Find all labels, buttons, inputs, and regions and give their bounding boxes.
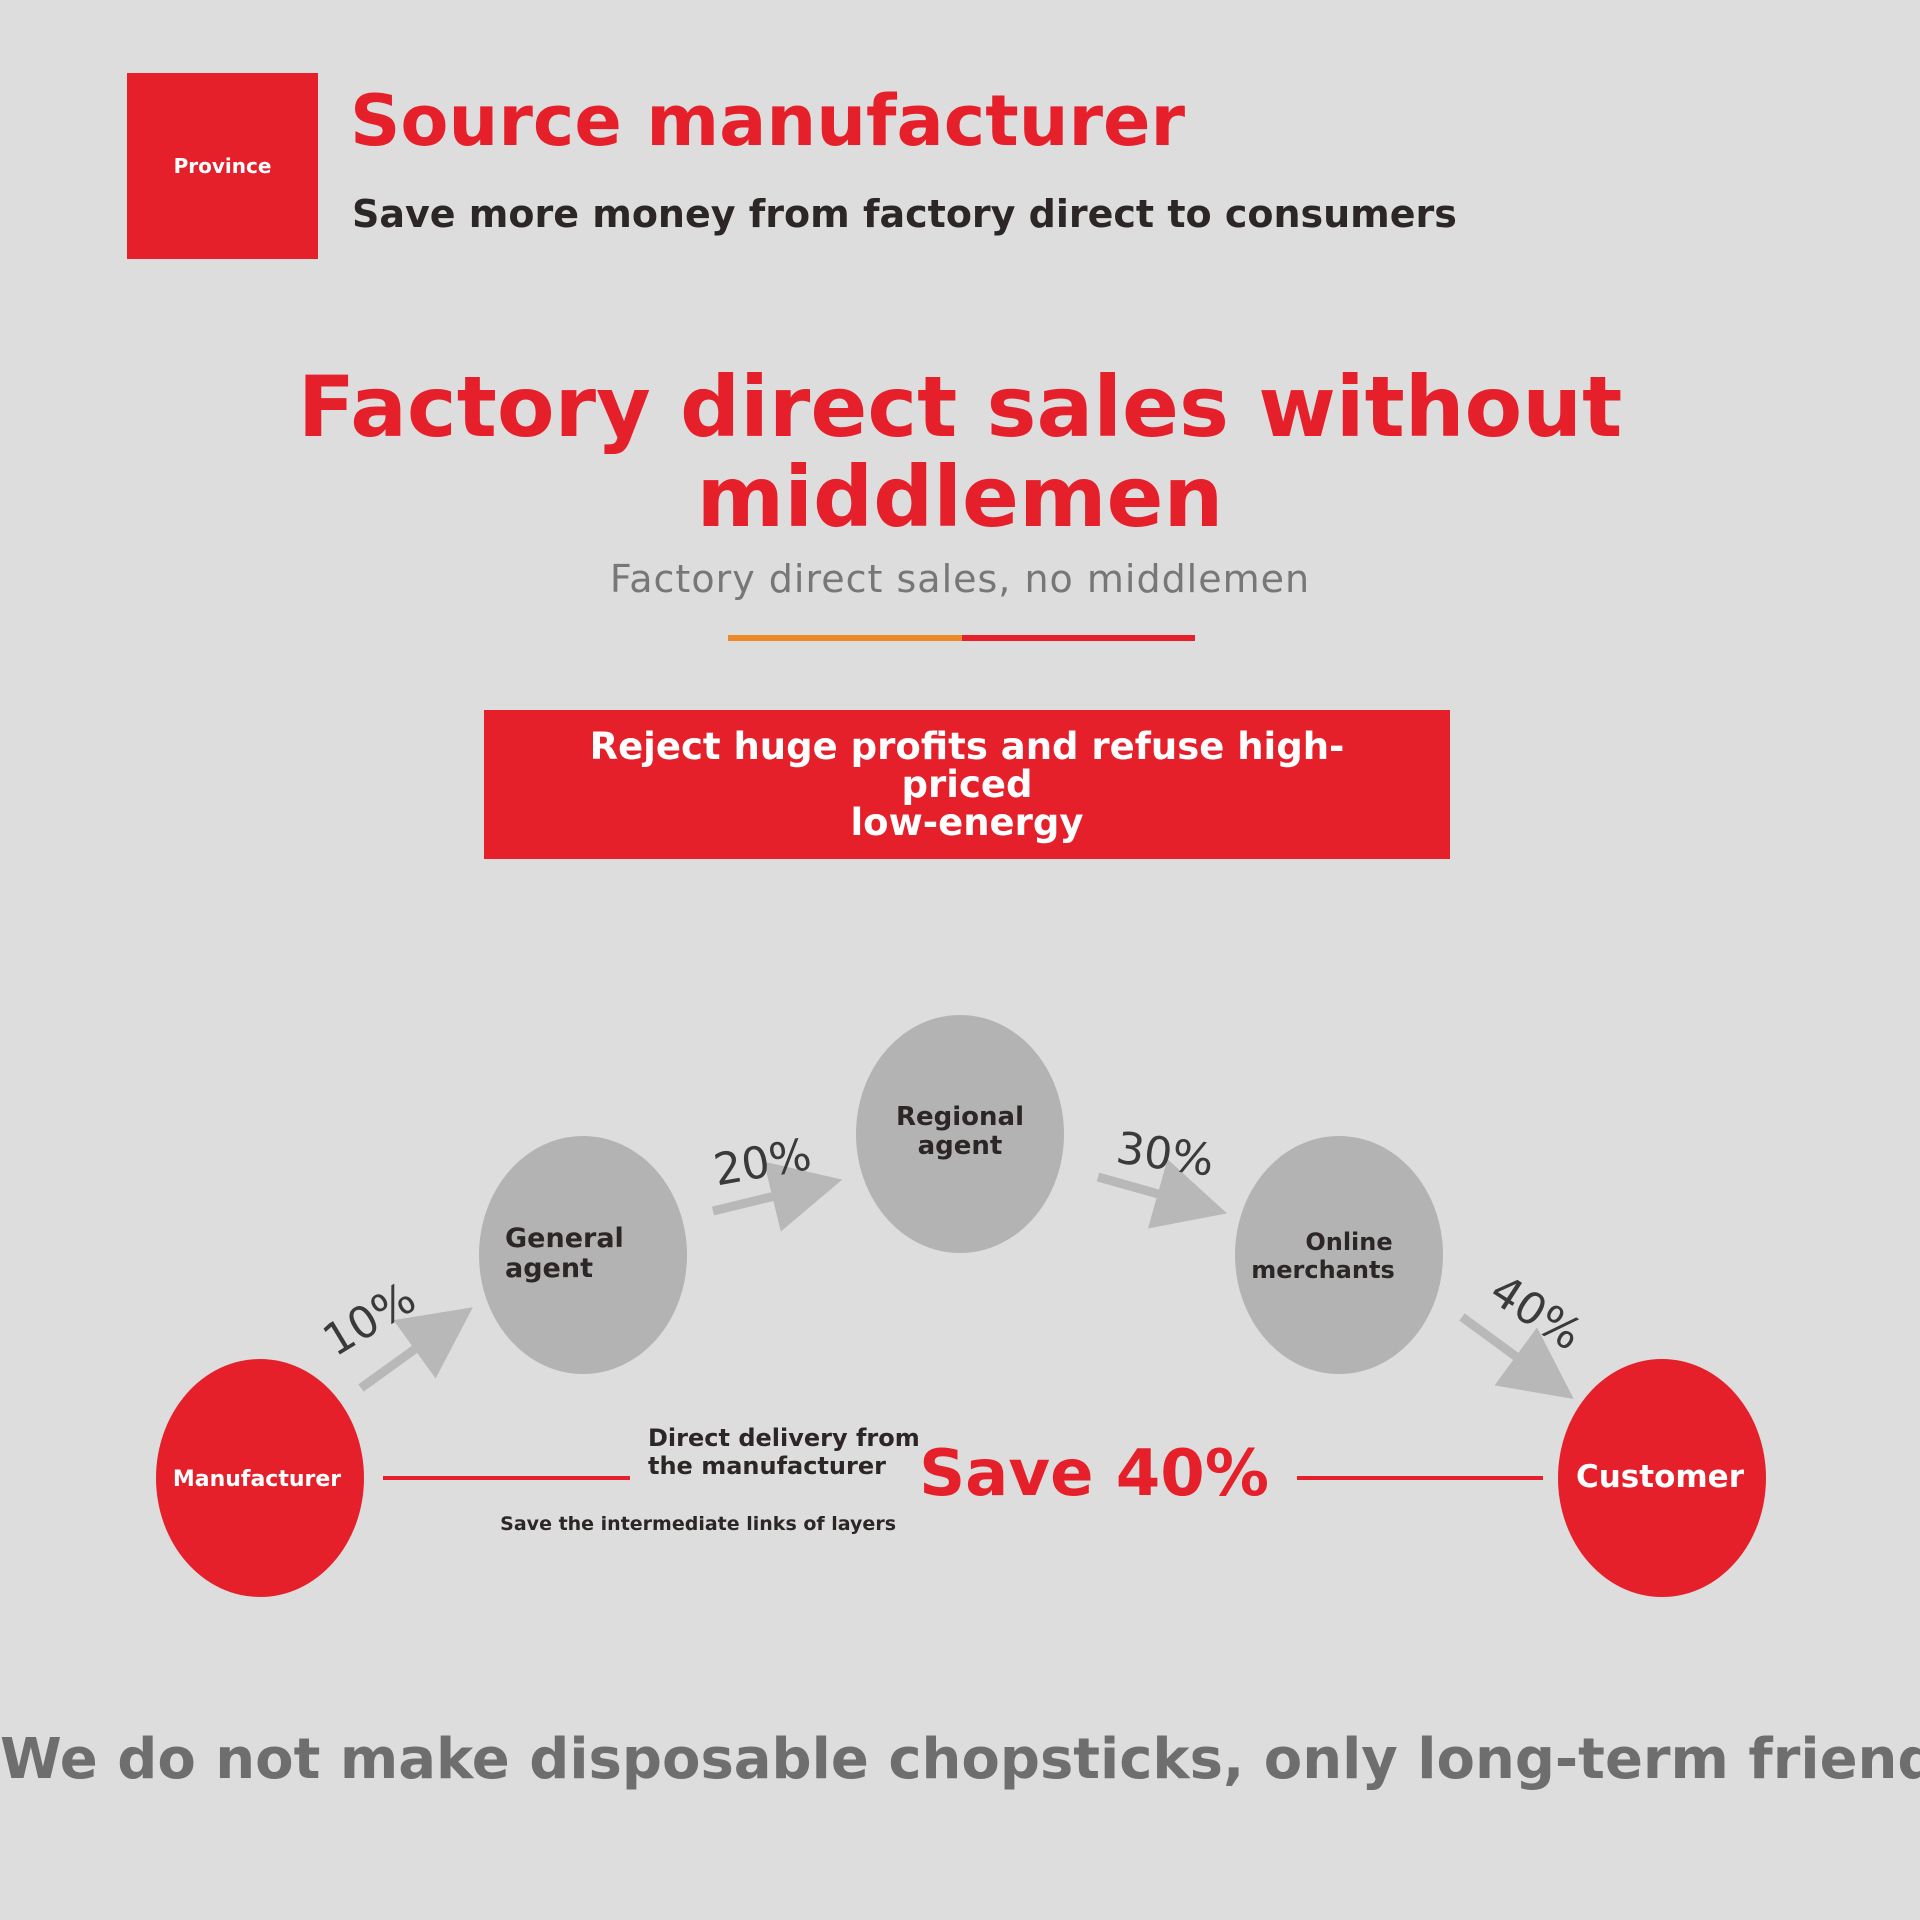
brand-title: Source manufacturer bbox=[350, 80, 1186, 162]
online-merchants-label-1: Online bbox=[1305, 1228, 1392, 1256]
node-customer bbox=[1558, 1359, 1766, 1597]
customer-label: Customer bbox=[1576, 1459, 1745, 1495]
regional-agent-label-2: agent bbox=[918, 1131, 1003, 1161]
brand-subtitle: Save more money from factory direct to c… bbox=[352, 192, 1457, 236]
node-general-agent bbox=[479, 1136, 687, 1374]
footer-slogan: We do not make disposable chopsticks, on… bbox=[0, 1727, 1920, 1792]
direct-delivery-line-1: Direct delivery from bbox=[648, 1424, 920, 1452]
headline-subtitle: Factory direct sales, no middlemen bbox=[609, 557, 1311, 601]
banner-text: Reject huge profits and refuse high-pric… bbox=[557, 724, 1377, 844]
headline-line-2: middlemen bbox=[696, 448, 1224, 546]
banner-line-1: Reject huge profits and refuse high-pric… bbox=[589, 724, 1345, 806]
save-amount: Save 40% bbox=[919, 1437, 1269, 1511]
node-online-merchants bbox=[1235, 1136, 1443, 1374]
markup-label-30: 30% bbox=[1113, 1123, 1217, 1187]
logo-text: Province bbox=[173, 154, 272, 178]
manufacturer-label: Manufacturer bbox=[173, 1467, 341, 1492]
node-manufacturer bbox=[156, 1359, 364, 1597]
arrow-4-icon bbox=[1459, 1313, 1574, 1399]
general-agent-label-1: General bbox=[505, 1223, 624, 1254]
logo-badge: Province bbox=[127, 73, 318, 259]
node-regional-agent bbox=[856, 1015, 1064, 1253]
headline: Factory direct sales without middlemen bbox=[230, 362, 1690, 542]
arrow-3-icon bbox=[1096, 1159, 1227, 1229]
save-links-label: Save the intermediate links of layers bbox=[500, 1513, 896, 1535]
underline-red bbox=[962, 635, 1195, 641]
arrow-1-icon bbox=[358, 1307, 473, 1392]
direct-delivery-line-2: the manufacturer bbox=[648, 1452, 886, 1480]
regional-agent-label-1: Regional bbox=[896, 1102, 1024, 1132]
banner: Reject huge profits and refuse high-pric… bbox=[484, 710, 1450, 859]
arrow-2-icon bbox=[711, 1161, 843, 1232]
banner-line-2: low-energy bbox=[850, 800, 1084, 844]
underline-orange bbox=[728, 635, 962, 641]
headline-line-1: Factory direct sales without bbox=[297, 358, 1623, 456]
general-agent-label-2: agent bbox=[505, 1253, 593, 1284]
online-merchants-label-2: merchants bbox=[1251, 1256, 1394, 1284]
